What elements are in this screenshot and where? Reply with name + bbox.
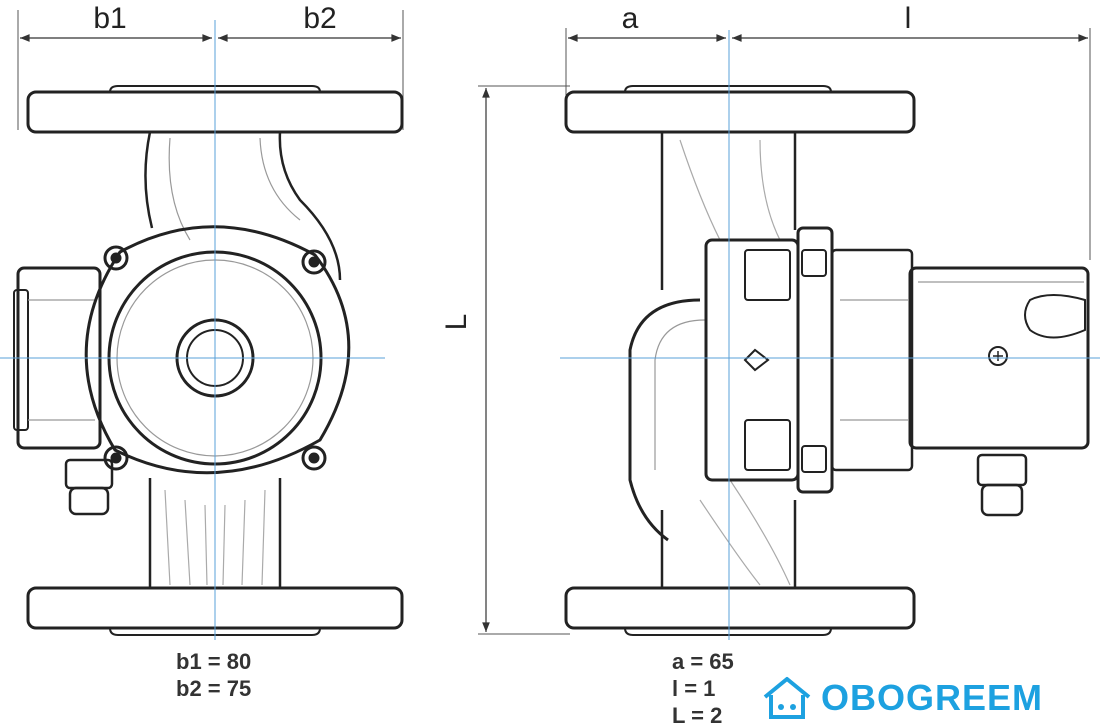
front-view [0, 10, 404, 640]
value-b1: b1 = 80 [176, 649, 252, 674]
value-l: l = 1 [672, 676, 716, 701]
value-b2: b2 = 75 [176, 676, 252, 701]
label-a: a [622, 2, 639, 35]
house-icon [763, 677, 811, 719]
value-a: a = 65 [672, 649, 734, 674]
watermark-logo: OBOGREEM [755, 674, 1050, 722]
value-L: L = 2 [672, 703, 723, 728]
label-L: L [440, 314, 473, 331]
label-l: l [905, 2, 912, 35]
side-view [478, 28, 1100, 640]
label-b1: b1 [93, 2, 126, 35]
logo-text: OBOGREEM [821, 677, 1044, 718]
label-b2: b2 [303, 2, 336, 35]
